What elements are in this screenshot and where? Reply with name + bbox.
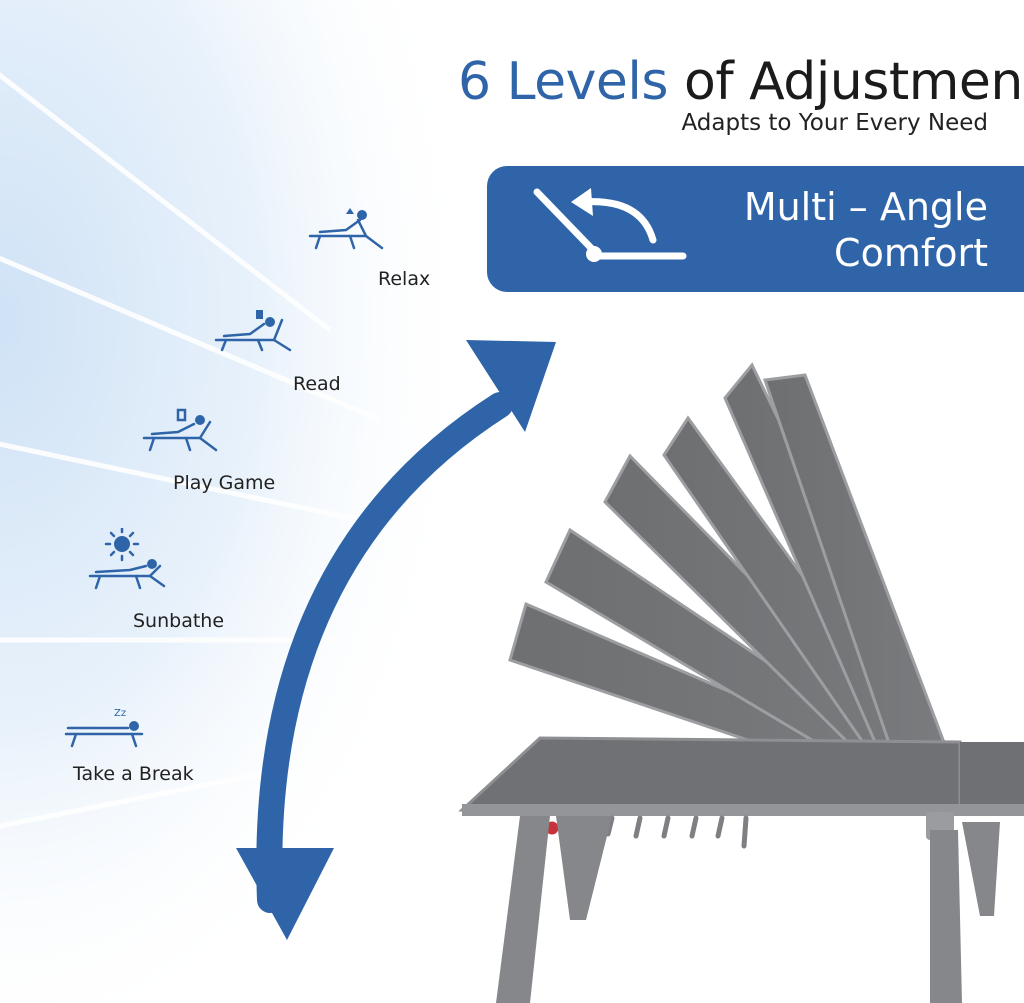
position-label-take-a-break: Take a Break [73,763,194,785]
arrow-head-top [466,340,556,432]
arrow-head-bottom [236,848,334,940]
banner-line-1: Multi – Angle [743,185,988,229]
adjustment-arrow [236,340,556,940]
phone-lounger-icon [142,408,218,452]
read-lounger-icon [214,310,292,352]
sleep-lounger-icon: Zz [64,708,144,748]
headline-highlight: 6 Levels [458,52,668,112]
lounger-legs [496,816,1000,1003]
recline-angle-icon [533,188,687,262]
subheadline: Adapts to Your Every Need [681,110,988,136]
banner-line-2: Comfort [834,231,988,275]
backrest-positions [508,362,965,792]
position-label-play-game: Play Game [173,472,276,494]
relax-lounger-icon [308,208,384,250]
position-label-sunbathe: Sunbathe [133,610,225,632]
svg-text:Zz: Zz [114,708,126,719]
position-label-relax: Relax [378,268,431,290]
sun-lounger-icon [88,528,166,590]
headline: 6 Levels of Adjustment [458,52,1024,112]
position-label-read: Read [293,373,341,395]
banner-text: Multi – Angle Comfort [744,184,988,276]
light-rays [0,72,381,829]
headline-rest: of Adjustment [684,52,1024,112]
feature-banner: Multi – Angle Comfort [487,166,1024,292]
